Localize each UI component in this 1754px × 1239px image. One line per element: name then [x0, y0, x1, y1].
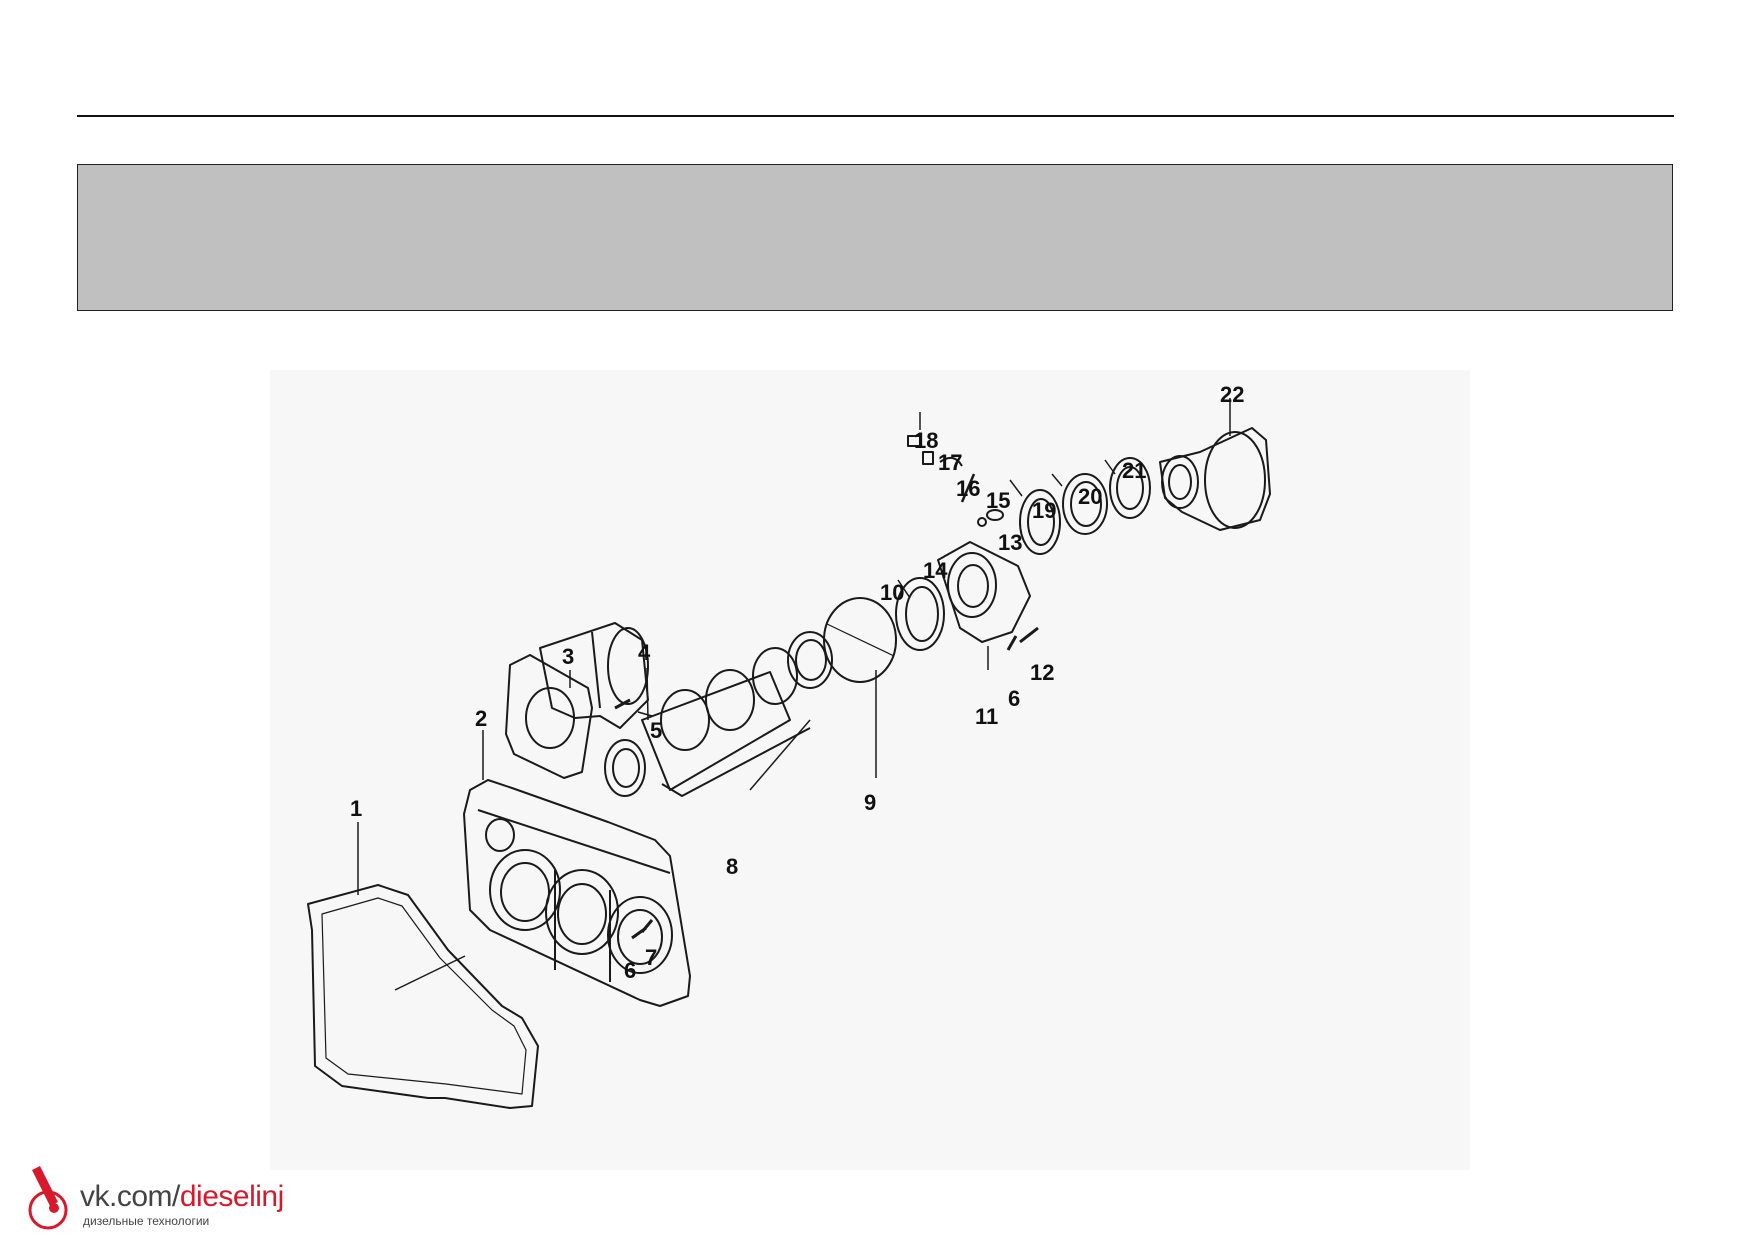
callout-18: 18 [914, 428, 938, 453]
callout-17: 17 [938, 450, 962, 475]
callout-1: 1 [350, 796, 362, 821]
callout-6a: 6 [624, 958, 636, 983]
top-rule [77, 115, 1674, 117]
part-bolt-6b [1006, 635, 1018, 651]
part-seal-20 [1062, 473, 1108, 535]
part-flange-plate [505, 654, 593, 779]
callout-21: 21 [1122, 458, 1146, 483]
logo-subtitle: дизельные технологии [83, 1214, 210, 1228]
callout-8: 8 [726, 854, 738, 879]
callout-13: 13 [998, 530, 1022, 555]
callout-20: 20 [1078, 484, 1102, 509]
exploded-parts-diagram: 1 2 3 4 5 6 7 8 9 10 11 6 12 13 14 15 16… [270, 370, 1470, 1170]
part-14 [977, 517, 987, 527]
callout-5: 5 [650, 718, 662, 743]
callout-16: 16 [956, 476, 980, 501]
part-housing [539, 622, 649, 729]
part-output-flange-22 [1159, 427, 1271, 531]
callout-12: 12 [1030, 660, 1054, 685]
callout-10: 10 [880, 580, 904, 605]
part-13 [986, 509, 1004, 521]
logo-text: vk.com/dieselinj [80, 1180, 284, 1214]
callout-15: 15 [986, 488, 1010, 513]
callout-7: 7 [645, 945, 657, 970]
part-ring-9 [823, 597, 897, 683]
part-bolt-7 [640, 919, 654, 933]
leader-lines [357, 398, 1231, 895]
logo-accent: dieselinj [179, 1180, 284, 1213]
header-band [77, 164, 1673, 311]
callout-3: 3 [562, 644, 574, 669]
callout-9: 9 [864, 790, 876, 815]
vk-logo[interactable]: vk.com/dieselinj дизельные технологии [18, 1162, 318, 1232]
callout-14: 14 [923, 558, 948, 583]
logo-prefix: vk.com/ [80, 1180, 180, 1213]
part-retainer-11 [937, 541, 1031, 643]
callout-22: 22 [1220, 382, 1244, 407]
callout-11: 11 [975, 704, 998, 729]
callout-4: 4 [638, 640, 651, 665]
part-seal-19 [1019, 489, 1061, 555]
callout-19: 19 [1032, 498, 1056, 523]
part-16 [939, 456, 963, 467]
callout-2: 2 [475, 706, 487, 731]
part-17 [922, 451, 934, 465]
injector-icon [28, 1166, 68, 1230]
callout-6b: 6 [1008, 686, 1020, 711]
diagram-canvas: 1 2 3 4 5 6 7 8 9 10 11 6 12 13 14 15 16… [307, 382, 1271, 1109]
part-bearing-set [604, 631, 833, 797]
part-lock-ring-21 [1109, 457, 1151, 519]
part-15 [960, 473, 976, 503]
part-bolt-5 [614, 698, 631, 710]
part-ring-10 [895, 577, 945, 651]
part-bolt-12 [1019, 626, 1039, 644]
part-18 [907, 435, 921, 447]
part-cover-plate [463, 779, 691, 1007]
part-gasket [307, 884, 539, 1109]
